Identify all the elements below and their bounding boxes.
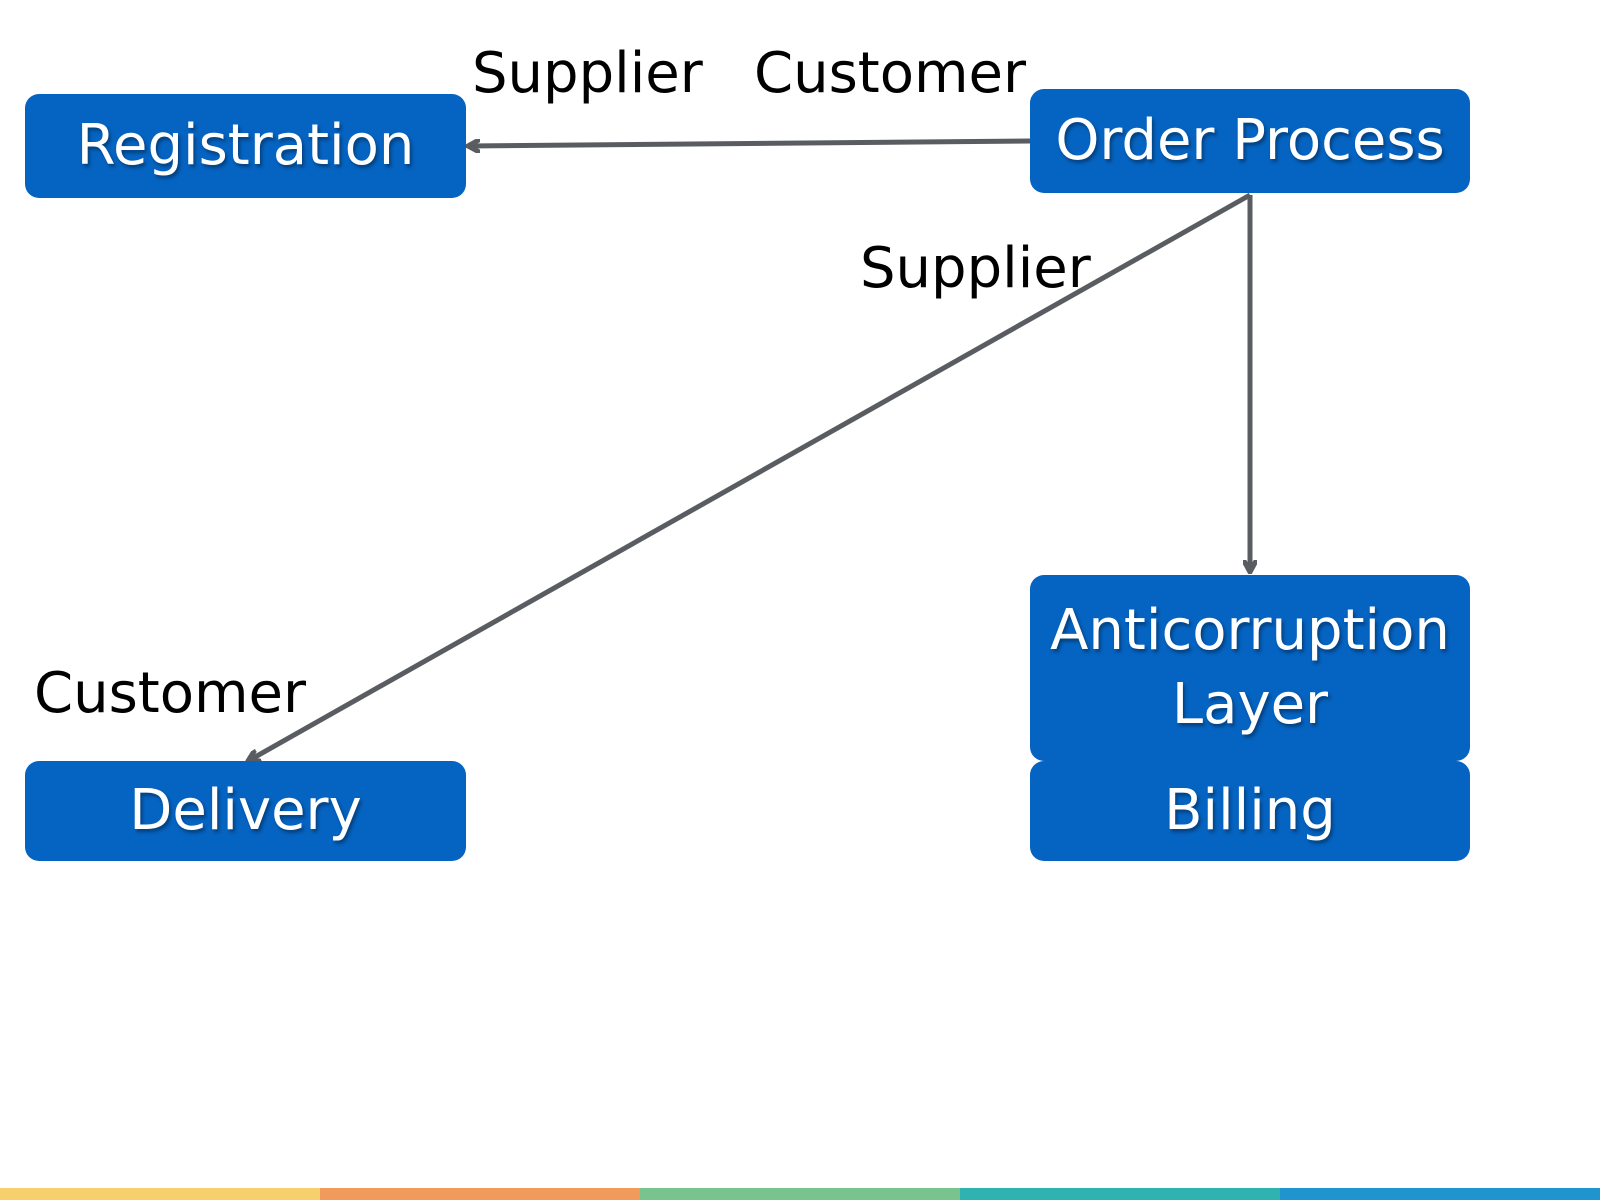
- registration-node[interactable]: Registration: [25, 94, 466, 198]
- delivery-label: Delivery: [129, 778, 362, 843]
- order-process-label: Order Process: [1055, 108, 1445, 173]
- billing-label: Billing: [1164, 778, 1336, 843]
- color-bar-segment: [0, 1188, 320, 1200]
- color-bar-segment: [960, 1188, 1280, 1200]
- delivery-node[interactable]: Delivery: [25, 761, 466, 861]
- edge-label-supplier-registration: Supplier: [472, 41, 703, 106]
- registration-label: Registration: [76, 113, 415, 178]
- footer-color-bar: [0, 1188, 1600, 1200]
- billing-node[interactable]: Billing: [1030, 761, 1470, 861]
- anticorruption-layer-node[interactable]: Anticorruption Layer: [1030, 575, 1470, 761]
- color-bar-segment: [640, 1188, 960, 1200]
- edge-order-to-registration: [468, 138, 1031, 146]
- order-process-node[interactable]: Order Process: [1030, 89, 1470, 193]
- anticorruption-layer-text: Anticorruption Layer: [1050, 594, 1450, 742]
- edge-label-customer-delivery: Customer: [34, 661, 307, 726]
- color-bar-segment: [320, 1188, 640, 1200]
- edge-label-customer-order: Customer: [754, 41, 1027, 106]
- edge-label-supplier-order: Supplier: [860, 236, 1091, 301]
- anticorruption-label-line1: Anticorruption: [1050, 598, 1450, 663]
- edge-order-to-delivery: [248, 192, 1252, 761]
- anticorruption-label-line2: Layer: [1171, 672, 1329, 737]
- color-bar-segment: [1280, 1188, 1600, 1200]
